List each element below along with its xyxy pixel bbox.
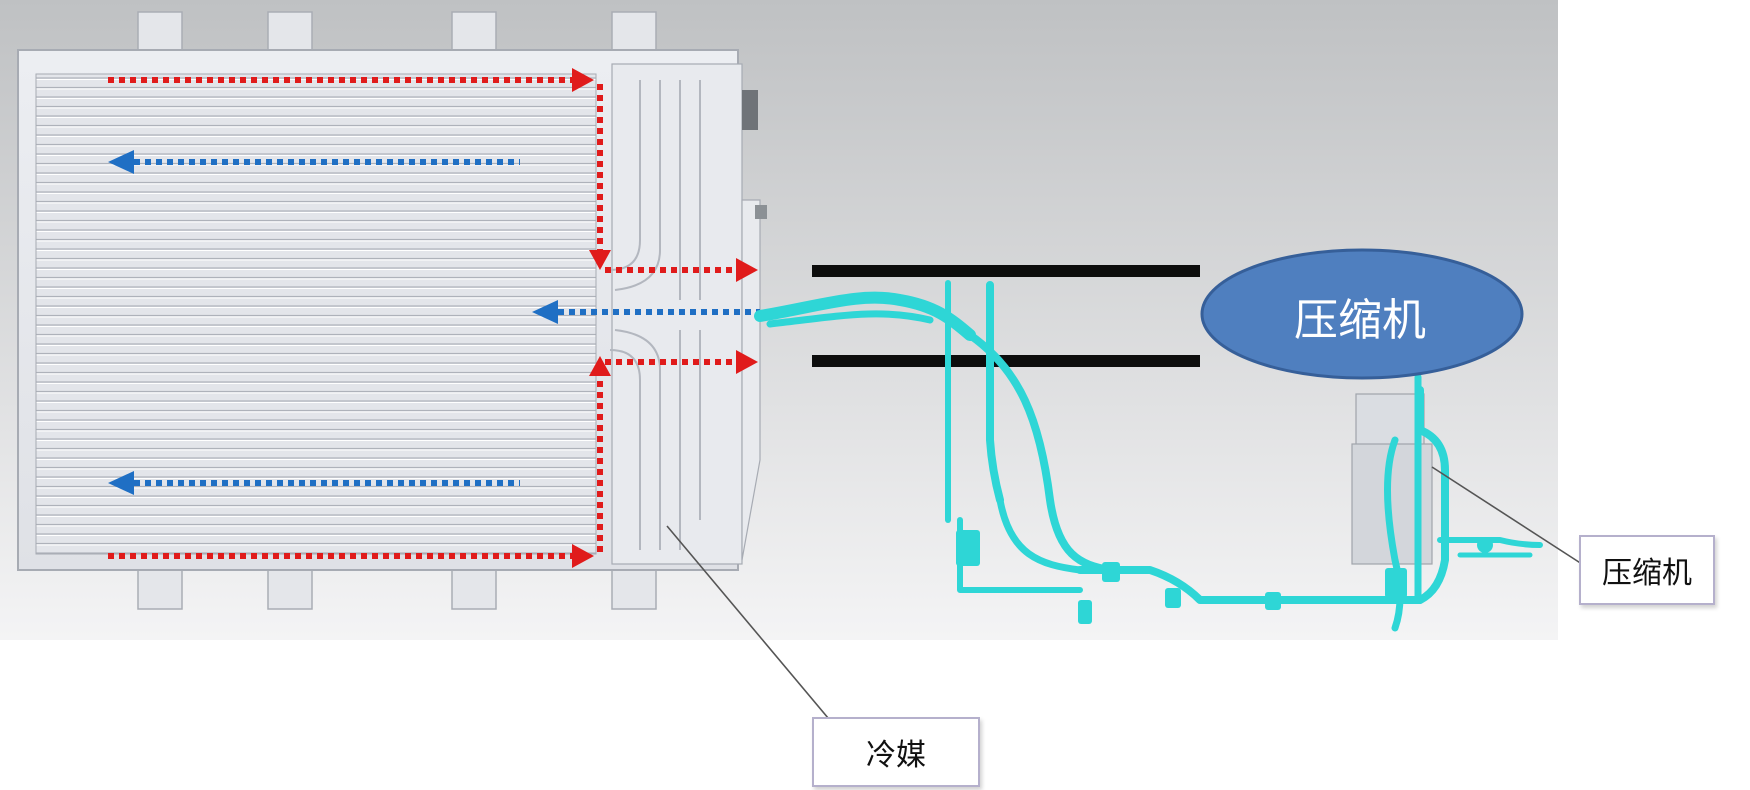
connector-bars (812, 265, 1200, 367)
cool-flow-arrowheads (108, 150, 558, 495)
compressor-bubble (1200, 248, 1524, 380)
compressor-callout-label: 压缩机 (1579, 535, 1715, 605)
coolant-callout-label: 冷媒 (812, 717, 980, 787)
hot-flow-paths (108, 77, 740, 559)
callout-lines (666, 466, 1586, 738)
mounting-tabs-bottom (137, 564, 657, 610)
refrigerant-piping (754, 280, 1543, 632)
manifold-region (611, 63, 743, 565)
mounting-tabs-top (137, 11, 657, 55)
compressor-bubble-label: 压缩机 (1294, 295, 1426, 346)
pipe-fittings (956, 530, 1493, 624)
hot-flow-arrowheads (572, 68, 758, 568)
cool-flow-paths (134, 159, 760, 486)
